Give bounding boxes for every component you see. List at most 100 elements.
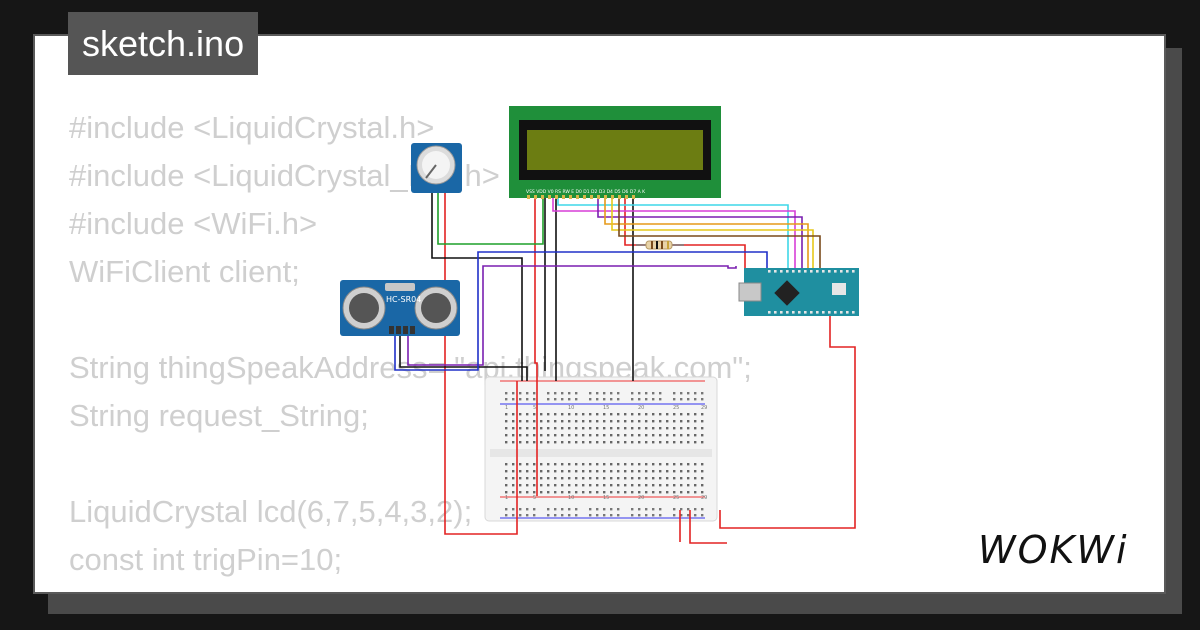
terminal-hole[interactable] <box>540 441 543 444</box>
terminal-hole[interactable] <box>659 434 662 437</box>
rail-hole[interactable] <box>526 392 529 395</box>
terminal-hole[interactable] <box>540 420 543 423</box>
terminal-hole[interactable] <box>512 484 515 487</box>
terminal-hole[interactable] <box>610 434 613 437</box>
terminal-hole[interactable] <box>512 434 515 437</box>
rail-hole[interactable] <box>505 508 508 511</box>
terminal-hole[interactable] <box>519 463 522 466</box>
nano-pin[interactable] <box>816 270 819 273</box>
terminal-hole[interactable] <box>687 420 690 423</box>
terminal-hole[interactable] <box>617 477 620 480</box>
rail-hole[interactable] <box>575 392 578 395</box>
terminal-hole[interactable] <box>610 484 613 487</box>
terminal-hole[interactable] <box>547 420 550 423</box>
terminal-hole[interactable] <box>638 477 641 480</box>
terminal-hole[interactable] <box>610 477 613 480</box>
rail-hole[interactable] <box>547 398 550 401</box>
terminal-hole[interactable] <box>631 441 634 444</box>
terminal-hole[interactable] <box>505 427 508 430</box>
terminal-hole[interactable] <box>575 441 578 444</box>
rail-hole[interactable] <box>673 514 676 517</box>
lcd-pin[interactable] <box>625 195 628 199</box>
terminal-hole[interactable] <box>540 463 543 466</box>
terminal-hole[interactable] <box>547 434 550 437</box>
terminal-hole[interactable] <box>547 477 550 480</box>
terminal-hole[interactable] <box>533 427 536 430</box>
terminal-hole[interactable] <box>505 441 508 444</box>
terminal-hole[interactable] <box>666 491 669 494</box>
rail-hole[interactable] <box>519 398 522 401</box>
terminal-hole[interactable] <box>610 463 613 466</box>
terminal-hole[interactable] <box>526 463 529 466</box>
rail-hole[interactable] <box>603 392 606 395</box>
terminal-hole[interactable] <box>526 413 529 416</box>
rail-hole[interactable] <box>526 514 529 517</box>
rail-hole[interactable] <box>687 514 690 517</box>
rail-hole[interactable] <box>652 392 655 395</box>
terminal-hole[interactable] <box>666 477 669 480</box>
rail-hole[interactable] <box>568 514 571 517</box>
terminal-hole[interactable] <box>701 470 704 473</box>
terminal-hole[interactable] <box>589 470 592 473</box>
terminal-hole[interactable] <box>687 427 690 430</box>
rail-hole[interactable] <box>575 398 578 401</box>
terminal-hole[interactable] <box>694 434 697 437</box>
terminal-hole[interactable] <box>582 441 585 444</box>
terminal-hole[interactable] <box>631 434 634 437</box>
terminal-hole[interactable] <box>687 484 690 487</box>
terminal-hole[interactable] <box>547 484 550 487</box>
terminal-hole[interactable] <box>603 427 606 430</box>
terminal-hole[interactable] <box>505 491 508 494</box>
rail-hole[interactable] <box>547 514 550 517</box>
terminal-hole[interactable] <box>603 484 606 487</box>
terminal-hole[interactable] <box>624 463 627 466</box>
terminal-hole[interactable] <box>694 470 697 473</box>
terminal-hole[interactable] <box>673 413 676 416</box>
rail-hole[interactable] <box>694 508 697 511</box>
terminal-hole[interactable] <box>589 434 592 437</box>
terminal-hole[interactable] <box>694 441 697 444</box>
terminal-hole[interactable] <box>533 477 536 480</box>
terminal-hole[interactable] <box>554 413 557 416</box>
terminal-hole[interactable] <box>540 484 543 487</box>
nano-pin[interactable] <box>822 311 825 314</box>
rail-hole[interactable] <box>701 392 704 395</box>
terminal-hole[interactable] <box>687 477 690 480</box>
rail-hole[interactable] <box>680 392 683 395</box>
terminal-hole[interactable] <box>701 484 704 487</box>
terminal-hole[interactable] <box>540 427 543 430</box>
nano-pin[interactable] <box>840 270 843 273</box>
terminal-hole[interactable] <box>680 427 683 430</box>
terminal-hole[interactable] <box>568 434 571 437</box>
terminal-hole[interactable] <box>568 484 571 487</box>
lcd-pin[interactable] <box>555 195 558 199</box>
terminal-hole[interactable] <box>687 413 690 416</box>
lcd-pin[interactable] <box>548 195 551 199</box>
terminal-hole[interactable] <box>638 413 641 416</box>
terminal-hole[interactable] <box>624 470 627 473</box>
terminal-hole[interactable] <box>554 484 557 487</box>
terminal-hole[interactable] <box>687 441 690 444</box>
reset-button[interactable] <box>832 283 846 295</box>
rail-hole[interactable] <box>575 514 578 517</box>
terminal-hole[interactable] <box>512 470 515 473</box>
terminal-hole[interactable] <box>505 484 508 487</box>
terminal-hole[interactable] <box>575 484 578 487</box>
rail-hole[interactable] <box>617 514 620 517</box>
terminal-hole[interactable] <box>659 491 662 494</box>
rail-hole[interactable] <box>694 392 697 395</box>
rail-hole[interactable] <box>617 398 620 401</box>
terminal-hole[interactable] <box>610 470 613 473</box>
rail-hole[interactable] <box>673 508 676 511</box>
rail-hole[interactable] <box>589 514 592 517</box>
rail-hole[interactable] <box>652 508 655 511</box>
terminal-hole[interactable] <box>617 484 620 487</box>
terminal-hole[interactable] <box>505 420 508 423</box>
terminal-hole[interactable] <box>631 463 634 466</box>
terminal-hole[interactable] <box>540 470 543 473</box>
terminal-hole[interactable] <box>533 441 536 444</box>
rail-hole[interactable] <box>589 392 592 395</box>
rail-hole[interactable] <box>694 398 697 401</box>
terminal-hole[interactable] <box>519 441 522 444</box>
